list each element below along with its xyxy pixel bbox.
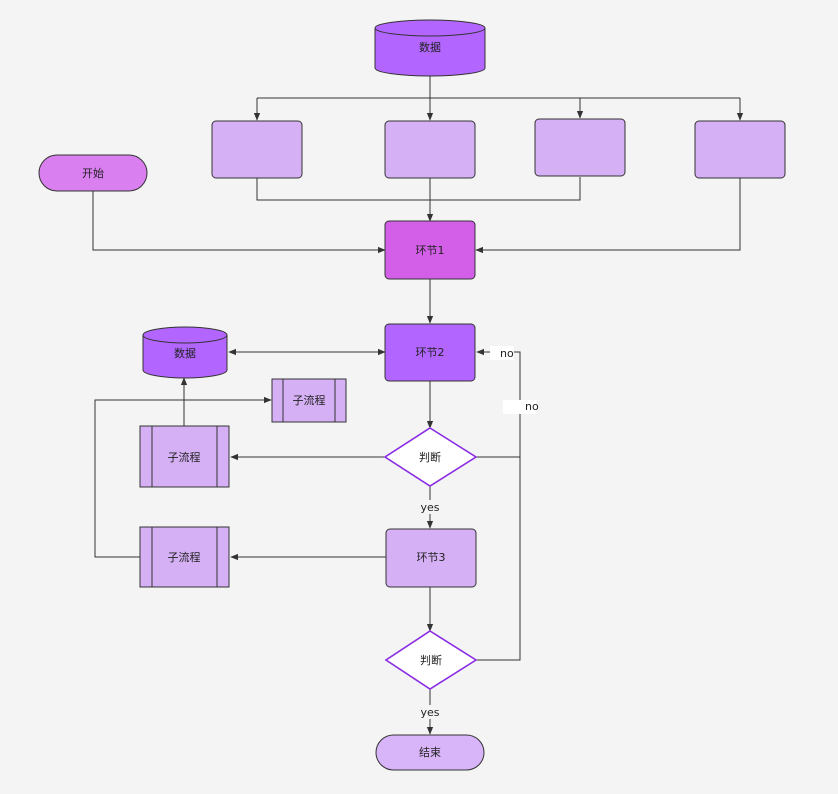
process-box-a[interactable] xyxy=(211,120,303,179)
decision2-label: 判断 xyxy=(420,653,442,667)
decision1-node[interactable]: 判断 xyxy=(383,427,478,487)
edge-box-d-to-step1 xyxy=(475,178,741,254)
no-label-top-bg xyxy=(490,346,514,360)
step2-node[interactable]: 环节2 xyxy=(384,323,476,382)
edge-labels: no no yes yes xyxy=(418,346,539,719)
edge-label-no-mid: no xyxy=(525,400,539,413)
edge-label-yes-1: yes xyxy=(420,501,439,514)
process-box-d[interactable] xyxy=(694,120,786,179)
subflow-mid-node[interactable]: 子流程 xyxy=(139,425,230,488)
end-terminal[interactable]: 结束 xyxy=(375,734,485,771)
database-top-label: 数据 xyxy=(419,40,441,54)
start-terminal[interactable]: 开始 xyxy=(38,154,148,192)
subflow-mid-label: 子流程 xyxy=(168,450,201,464)
step3-label: 环节3 xyxy=(417,551,446,564)
subflow-bottom-label: 子流程 xyxy=(168,550,201,564)
edges xyxy=(92,76,744,735)
database-left-label: 数据 xyxy=(174,346,196,360)
subflow-bottom-node[interactable]: 子流程 xyxy=(139,526,230,588)
step2-label: 环节2 xyxy=(416,346,445,359)
edge-label-no-top: no xyxy=(500,347,514,360)
edge-start-to-step1 xyxy=(92,191,386,254)
no-label-mid-bg xyxy=(503,400,537,414)
yes-label-2-bg xyxy=(418,705,442,719)
edge-label-yes-2: yes xyxy=(420,706,439,719)
database-left[interactable]: 数据 xyxy=(142,326,228,379)
subflow-top-label: 子流程 xyxy=(293,393,326,407)
edge-box-a-collect xyxy=(256,177,581,201)
subflow-top-node[interactable]: 子流程 xyxy=(271,378,347,423)
decision1-label: 判断 xyxy=(419,450,441,464)
decision2-node[interactable]: 判断 xyxy=(384,630,478,690)
edge-subflow-bottom-to-subflow-top xyxy=(94,396,272,558)
step1-node[interactable]: 环节1 xyxy=(384,220,476,280)
edge-decision2-no-loop xyxy=(476,457,521,661)
process-box-b[interactable] xyxy=(384,120,476,179)
process-box-c[interactable] xyxy=(534,118,626,177)
step3-node[interactable]: 环节3 xyxy=(385,528,477,588)
step1-label: 环节1 xyxy=(416,244,445,257)
yes-label-1-bg xyxy=(418,500,442,514)
end-label: 结束 xyxy=(419,746,441,759)
start-label: 开始 xyxy=(82,166,104,180)
database-top[interactable]: 数据 xyxy=(374,19,486,77)
